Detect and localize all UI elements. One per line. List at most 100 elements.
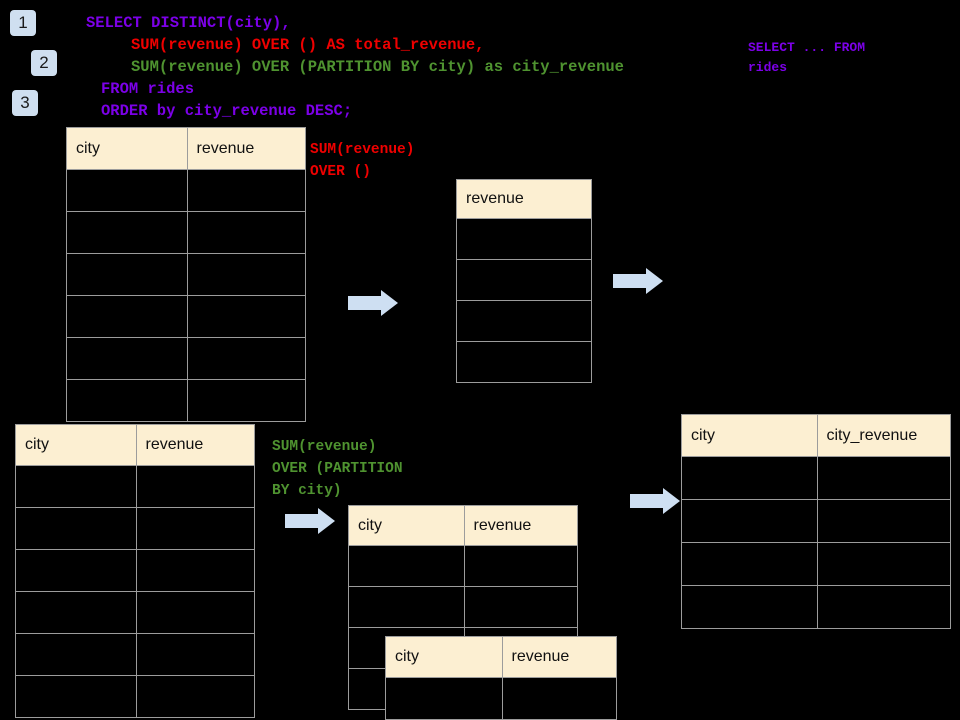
table-cell: [135, 507, 255, 550]
table-cell: [135, 465, 255, 508]
table-cell: [15, 507, 137, 550]
table-cell: [135, 633, 255, 676]
annotation-sum-over-empty: SUM(revenue) OVER (): [310, 142, 415, 180]
table-row: [66, 253, 306, 296]
annotation-select-from-rides: SELECT ... FROM rides: [748, 40, 866, 75]
table-row: [66, 337, 306, 380]
table-total-revenue: revenue: [456, 179, 592, 383]
table-row: [66, 211, 306, 254]
table-cell: [135, 675, 255, 718]
table-row: [15, 675, 255, 718]
table-cell: [816, 499, 951, 543]
sql-line-2: SUM(revenue) OVER () AS total_revenue,: [131, 36, 485, 54]
table-row: [15, 549, 255, 592]
column-header: revenue: [463, 505, 578, 546]
table-cell: [15, 591, 137, 634]
table-cell: [816, 456, 951, 500]
column-header: city: [385, 636, 503, 678]
table-cell: [15, 549, 137, 592]
arrow-head-icon: [663, 488, 680, 514]
table-cell: [463, 586, 578, 628]
table-cell: [385, 677, 503, 720]
column-header: revenue: [456, 179, 592, 219]
table-cell: [456, 218, 592, 260]
table-row: [681, 542, 951, 586]
table-cell: [501, 677, 617, 720]
table-cell: [816, 585, 951, 629]
table-cell: [456, 259, 592, 301]
table-cell: [66, 211, 188, 254]
table-cell: [186, 211, 306, 254]
table-cell: [186, 295, 306, 338]
table-cell: [681, 456, 818, 500]
table-row: [15, 591, 255, 634]
table-cell: [681, 585, 818, 629]
table-row: [348, 545, 578, 587]
table-header-row: revenue: [456, 179, 592, 219]
table-cell: [186, 169, 306, 212]
table-row: [15, 633, 255, 676]
arrow-shaft: [348, 296, 382, 310]
table-cell: [15, 633, 137, 676]
table-row: [681, 585, 951, 629]
table-row: [681, 499, 951, 543]
table-cell: [66, 379, 188, 422]
table-cell: [348, 586, 465, 628]
table-row: [66, 379, 306, 422]
table-row: [681, 456, 951, 500]
table-row: [66, 295, 306, 338]
sql-line-5: ORDER by city_revenue DESC;: [101, 102, 353, 120]
table-row: [456, 218, 592, 260]
arrow-shaft: [613, 274, 647, 288]
table-cell: [456, 341, 592, 383]
table-row: [348, 586, 578, 628]
table-cell: [816, 542, 951, 586]
table-row: [15, 465, 255, 508]
annotation-sum-over-partition: SUM(revenue) OVER (PARTITION BY city): [272, 439, 403, 499]
step-badge-3: 3: [12, 90, 38, 116]
table-cell: [15, 675, 137, 718]
table-cell: [463, 545, 578, 587]
table-cell: [186, 337, 306, 380]
table-cell: [681, 542, 818, 586]
table-row: [456, 259, 592, 301]
table-cell: [186, 379, 306, 422]
table-cell: [348, 545, 465, 587]
column-header: revenue: [186, 127, 306, 170]
arrow-head-icon: [381, 290, 398, 316]
column-header: city: [681, 414, 818, 457]
table-cell: [66, 169, 188, 212]
table-row: [385, 677, 617, 720]
table-cell: [681, 499, 818, 543]
sql-query-block: SELECT DISTINCT(city), SUM(revenue) OVER …: [86, 12, 624, 122]
table-cell: [456, 300, 592, 342]
table-cell: [135, 591, 255, 634]
column-header: revenue: [501, 636, 617, 678]
arrow-shaft: [630, 494, 664, 508]
column-header: city_revenue: [816, 414, 951, 457]
column-header: revenue: [135, 424, 255, 466]
sql-line-4: FROM rides: [101, 80, 195, 98]
table-cell: [15, 465, 137, 508]
table-row: [66, 169, 306, 212]
table-row: [15, 507, 255, 550]
table-cell: [135, 549, 255, 592]
table-cell: [66, 295, 188, 338]
sql-line-1: SELECT DISTINCT(city),: [86, 14, 291, 32]
table-cell: [66, 337, 188, 380]
table-row: [456, 300, 592, 342]
step-badge-1: 1: [10, 10, 36, 36]
sql-line-3: SUM(revenue) OVER (PARTITION BY city) as…: [131, 58, 624, 76]
table-row: [456, 341, 592, 383]
column-header: city: [15, 424, 137, 466]
column-header: city: [348, 505, 465, 546]
